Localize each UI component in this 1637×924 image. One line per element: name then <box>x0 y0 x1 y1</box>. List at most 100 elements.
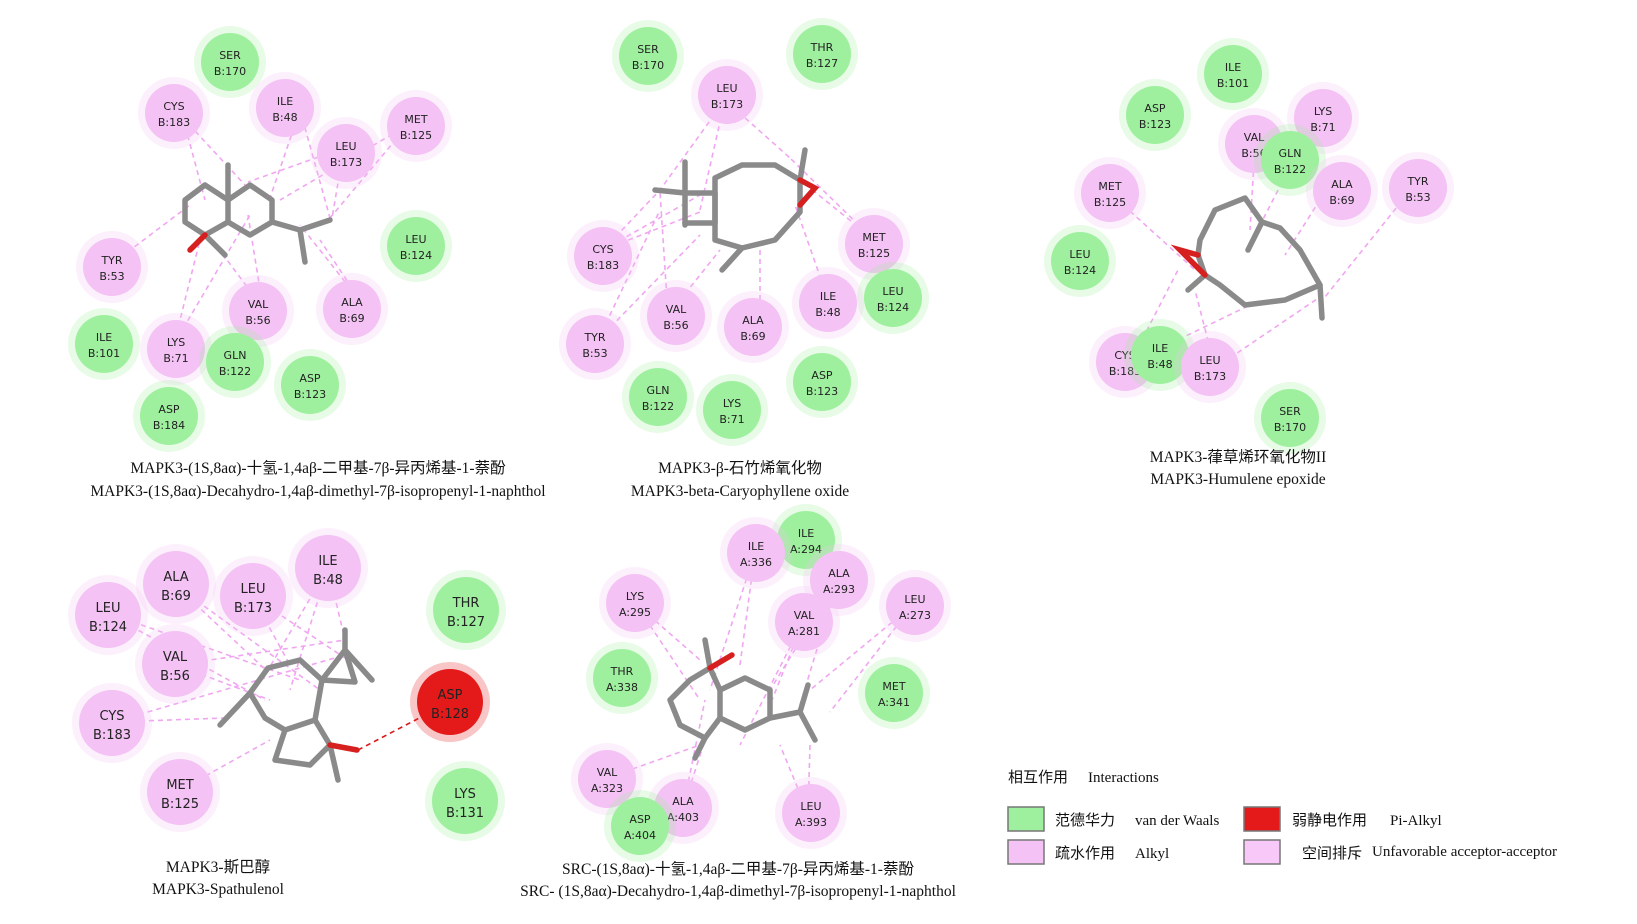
residue-bubble <box>864 269 922 327</box>
legend-alkyl-cn: 疏水作用 <box>1055 845 1115 862</box>
residue-thr-b127: THR B:127 <box>426 570 506 650</box>
residue-name: CYS <box>163 100 184 113</box>
residue-id: A:293 <box>823 583 855 596</box>
residue-bubble <box>574 227 632 285</box>
residue-bubble <box>865 664 923 722</box>
residue-bubble <box>75 582 141 648</box>
residue-name: LYS <box>454 787 476 802</box>
residue-id: B:56 <box>160 669 190 684</box>
residue-id: A:273 <box>899 609 931 622</box>
residue-bubble <box>147 320 205 378</box>
residue-name: ALA <box>742 314 764 327</box>
residue-bubble <box>727 524 785 582</box>
residue-ile-a336: ILE A:336 <box>720 517 792 589</box>
residue-bubble <box>1126 86 1184 144</box>
residue-name: CYS <box>99 709 124 724</box>
panel-4-caption-en: MAPK3-Spathulenol <box>152 881 284 898</box>
residue-bubble <box>703 381 761 439</box>
residue-bubble <box>229 282 287 340</box>
panel-5: ILEA:294ILEA:336ALAA:293LYSA:295LEUA:273… <box>520 504 956 900</box>
legend-swatch-pi <box>1243 806 1281 832</box>
residue-bubble <box>387 97 445 155</box>
residue-id: B:173 <box>234 601 272 616</box>
residue-bubble <box>323 280 381 338</box>
residue-name: THR <box>452 596 480 611</box>
residue-id: B:170 <box>1274 421 1306 434</box>
residue-bubble <box>433 577 499 643</box>
residue-bubble <box>281 356 339 414</box>
residue-id: B:69 <box>339 312 364 325</box>
residue-bubble <box>143 551 209 617</box>
panel-2-residues: SERB:170THRB:127LEUB:173CYSB:183METB:125… <box>559 18 929 446</box>
residue-id: B:125 <box>858 247 890 260</box>
residue-bubble <box>845 215 903 273</box>
legend-vdw-cn: 范德华力 <box>1055 811 1115 829</box>
residue-bubble <box>1181 338 1239 396</box>
residue-id: A:336 <box>740 556 772 569</box>
residue-id: B:53 <box>99 270 124 283</box>
residue-name: VAL <box>794 609 815 622</box>
residue-id: B:122 <box>642 400 674 413</box>
residue-bubble <box>83 238 141 296</box>
residue-id: A:404 <box>624 829 656 842</box>
residue-bubble <box>611 797 669 855</box>
residue-name: VAL <box>163 650 188 665</box>
residue-bubble <box>295 535 361 601</box>
residue-id: B:71 <box>163 352 188 365</box>
panel-2-molecule <box>652 147 820 273</box>
residue-name: ILE <box>748 540 764 553</box>
residue-name: LEU <box>882 285 903 298</box>
residue-bubble <box>256 79 314 137</box>
residue-name: ASP <box>438 688 463 703</box>
panel-5-residues: ILEA:294ILEA:336ALAA:293LYSA:295LEUA:273… <box>571 504 951 862</box>
residue-id: B:183 <box>93 728 131 743</box>
residue-name: ILE <box>820 290 836 303</box>
residue-id: B:170 <box>632 59 664 72</box>
residue-id: B:127 <box>447 615 485 630</box>
legend-swatch-alkyl <box>1007 839 1045 865</box>
legend: 相互作用 Interactions 范德华力 van der Waals 弱静电… <box>1007 769 1557 865</box>
residue-id: B:123 <box>1139 118 1171 131</box>
residue-id: B:48 <box>272 111 297 124</box>
residue-bubble <box>619 27 677 85</box>
panel-2-caption-en: MAPK3-beta-Caryophyllene oxide <box>631 483 849 500</box>
residue-name: ALA <box>672 795 694 808</box>
residue-val-b56: VAL B:56 <box>135 624 215 704</box>
residue-bubble <box>799 274 857 332</box>
residue-bubble <box>317 124 375 182</box>
residue-name: ILE <box>318 554 337 569</box>
residue-bubble <box>432 768 498 834</box>
residue-bubble <box>1261 389 1319 447</box>
legend-title-en: Interactions <box>1088 770 1159 786</box>
residue-id: B:125 <box>1094 196 1126 209</box>
residue-id: B:122 <box>1274 163 1306 176</box>
legend-unfav-en: Unfavorable acceptor-acceptor <box>1372 844 1557 860</box>
residue-name: ILE <box>96 331 112 344</box>
residue-id: B:183 <box>158 116 190 129</box>
residue-id: B:69 <box>740 330 765 343</box>
residue-bubble <box>810 551 868 609</box>
residue-name: ALA <box>1331 178 1353 191</box>
